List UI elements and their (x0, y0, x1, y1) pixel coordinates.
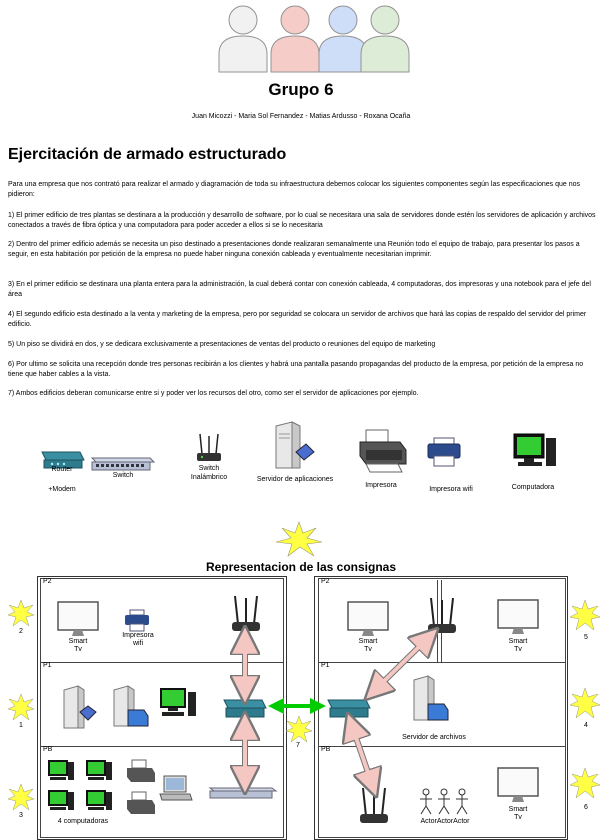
switch-icon (208, 787, 278, 799)
smart-tv-icon (497, 599, 539, 634)
wifi-printer-icon (125, 609, 149, 632)
computers-group-icon (48, 760, 112, 810)
four-computers-label: 4 computadoras (57, 818, 109, 825)
wifi-printer-icon (427, 437, 461, 467)
router-label: Router (51, 466, 73, 473)
number-3: 3 (19, 812, 23, 819)
router-icon (223, 699, 267, 718)
computer-icon (513, 433, 556, 466)
wireless-switch-icon (232, 595, 260, 631)
number-4: 4 (584, 722, 588, 729)
wireless-switch-icon (360, 787, 388, 823)
printer-wifi-label: Impresora wifi (122, 632, 154, 647)
star-icon (569, 599, 601, 631)
number-6: 6 (584, 804, 588, 811)
smart-tv-label: Smart Tv (358, 638, 378, 653)
star-icon (7, 599, 35, 627)
computer-icon (160, 688, 196, 716)
requirement-7: 7) Ambos edificios deberan comunicarse e… (8, 390, 419, 397)
star-icon (7, 693, 35, 721)
printer-icon (127, 759, 155, 782)
star-icon (7, 783, 35, 811)
app-server-icon (63, 685, 97, 729)
floor-label: P2 (43, 578, 52, 585)
router-icon (41, 451, 85, 469)
number-5: 5 (584, 634, 588, 641)
actors-label: ActorActorActor (420, 818, 470, 825)
section-heading: Ejercitación de armado estructurado (8, 146, 287, 163)
smart-tv-icon (347, 601, 389, 636)
file-server-label: Servidor de archivos (402, 734, 466, 741)
diagram-title: Representacion de las consignas (205, 560, 397, 574)
floor-label: PB (43, 746, 53, 753)
number-2: 2 (19, 628, 23, 635)
number-1: 1 (19, 722, 23, 729)
smart-tv-label: Smart Tv (508, 806, 528, 821)
authors-line: Juan Micozzi - Maria Sol Fernandez - Mat… (191, 113, 411, 120)
wireless-switch-label: Switch Inalámbrico (190, 465, 228, 481)
requirement-5: 5) Un piso se dividirá en dos, y se dedi… (8, 341, 436, 348)
intro-paragraph: Para una empresa que nos contrató para r… (8, 181, 580, 198)
app-server-label: Servidor de aplicaciones (256, 476, 334, 483)
floor-label: PB (321, 746, 331, 753)
requirement-6: 6) Por ultimo se solicita una recepción … (8, 361, 584, 378)
computer-label: Computadora (511, 484, 555, 491)
modem-label: +Modem (48, 486, 76, 493)
actors-icon (420, 788, 468, 815)
floor-label: P1 (321, 662, 330, 669)
smart-tv-icon (497, 767, 539, 802)
file-server-icon (113, 685, 149, 727)
app-server-icon (275, 421, 315, 469)
star-icon (569, 767, 601, 799)
group-people-icon (218, 5, 410, 73)
smart-tv-icon (57, 601, 99, 636)
star-icon (275, 521, 323, 557)
floor-label: P1 (43, 662, 52, 669)
wireless-switch-icon (197, 433, 221, 461)
printer-icon (359, 429, 407, 473)
requirement-2: 2) Dentro del primer edificio además se … (8, 241, 580, 258)
smart-tv-label: Smart Tv (68, 638, 88, 653)
router-icon (327, 699, 371, 718)
page-title: Grupo 6 (268, 80, 334, 99)
requirement-4: 4) El segundo edificio esta destinado a … (8, 311, 587, 328)
wifi-printer-label: Impresora wifi (429, 486, 473, 493)
floor-label: P2 (321, 578, 330, 585)
star-icon (285, 715, 313, 743)
smart-tv-label: Smart Tv (508, 638, 528, 653)
printer-icon (127, 791, 155, 814)
star-icon (569, 687, 601, 719)
switch-label: Switch (112, 472, 134, 479)
number-7: 7 (296, 742, 300, 749)
printer-label: Impresora (365, 482, 397, 489)
switch-icon (90, 457, 156, 471)
requirement-3: 3) En el primer edificio se destinara un… (8, 281, 591, 298)
file-server-icon (413, 675, 449, 721)
requirement-1: 1) El primer edificio de tres plantas se… (8, 212, 596, 229)
laptop-icon (159, 775, 193, 801)
wireless-switch-icon (428, 597, 456, 633)
